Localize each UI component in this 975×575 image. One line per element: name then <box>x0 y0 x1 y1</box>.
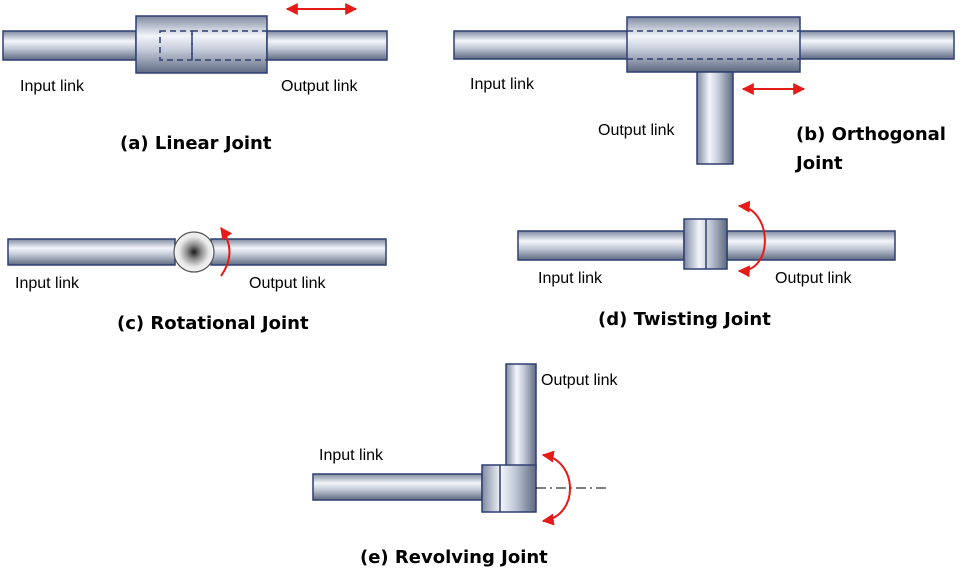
rotational-input-label: Input link <box>15 275 80 292</box>
rotational-output-link <box>210 238 387 266</box>
linear-joint-caption: (a) Linear Joint <box>120 133 272 154</box>
revolving-motion-arrow <box>541 450 571 526</box>
twisting-output-link <box>726 230 896 261</box>
revolving-collar <box>481 464 537 513</box>
orthogonal-joint-group: Input link Output link (b) Orthogonal Jo… <box>453 16 955 174</box>
linear-input-link <box>2 30 137 61</box>
rotational-joint-group: Input link Output link (c) Rotational Jo… <box>7 227 387 334</box>
revolving-joint-group: Output link Input link (e) Revolving Joi… <box>312 363 618 568</box>
rotational-pivot <box>173 231 215 273</box>
orthogonal-input-label: Input link <box>470 76 535 93</box>
twisting-input-label: Input link <box>538 270 603 287</box>
linear-input-label: Input link <box>20 78 85 95</box>
rotational-output-label: Output link <box>249 275 326 292</box>
linear-inner-slider <box>159 30 193 61</box>
twisting-joint-group: Input link Output link (d) Twisting Join… <box>517 200 896 330</box>
linear-sleeve <box>135 15 268 74</box>
revolving-output-label: Output link <box>541 372 618 389</box>
rotational-joint-caption: (c) Rotational Joint <box>117 313 309 334</box>
rotational-motion-arrow <box>220 227 233 277</box>
revolving-output-link <box>505 363 537 469</box>
linear-output-label: Output link <box>281 78 358 95</box>
revolving-input-link <box>312 473 483 501</box>
linear-output-link <box>266 30 388 61</box>
twisting-joint-caption: (d) Twisting Joint <box>598 309 771 330</box>
orthogonal-joint-caption-line2: Joint <box>794 153 843 174</box>
linear-joint-group: Input link Output link (a) Linear Joint <box>2 3 388 154</box>
linear-inner-rod <box>191 30 268 61</box>
orthogonal-output-label: Output link <box>598 122 675 139</box>
twisting-motion-arrow <box>737 200 766 278</box>
revolving-joint-caption: (e) Revolving Joint <box>360 547 548 568</box>
revolving-input-label: Input link <box>319 447 384 464</box>
orthogonal-joint-caption-line1: (b) Orthogonal <box>796 124 946 145</box>
orthogonal-sleeve <box>626 16 801 73</box>
orthogonal-output-link <box>696 71 734 165</box>
rotational-input-link <box>7 238 176 266</box>
twisting-output-label: Output link <box>775 270 852 287</box>
twisting-input-link <box>517 230 685 261</box>
